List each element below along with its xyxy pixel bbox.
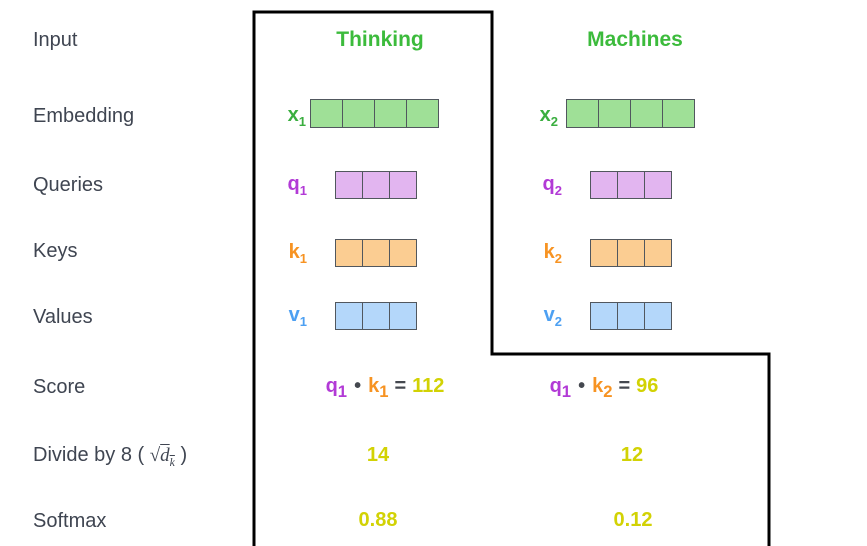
token-label-x1: x1: [287, 104, 306, 129]
vector-cell: [644, 302, 672, 330]
score-value: 96: [636, 375, 659, 397]
value-vector-v2: [590, 302, 672, 330]
equals-sign: =: [618, 375, 631, 397]
token-label-v2: v2: [543, 304, 562, 329]
token-label-x2: x2: [539, 104, 558, 129]
row-label-softmax: Softmax: [33, 510, 107, 532]
radicand: dk: [160, 445, 175, 469]
divided-value-1: 14: [366, 444, 390, 466]
score-value: 112: [412, 375, 445, 397]
key-vector-k1: [335, 239, 417, 267]
vector-cell: [342, 99, 375, 128]
vector-cell: [406, 99, 439, 128]
token-label-k1: k1: [288, 241, 307, 266]
dot-product-symbol: •: [354, 375, 362, 397]
score-k-token: k2: [592, 375, 613, 401]
row-label-input: Input: [33, 29, 78, 51]
vector-cell: [310, 99, 343, 128]
row-label-queries: Queries: [33, 174, 104, 196]
row-label-keys: Keys: [33, 240, 78, 262]
divided-value-2: 12: [620, 444, 644, 466]
row-label-divide: Divide by 8 ( √dk ): [33, 444, 187, 474]
vector-cell: [590, 171, 618, 199]
row-label-values: Values: [33, 306, 93, 328]
row-label-embedding: Embedding: [33, 105, 135, 127]
token-label-k2: k2: [543, 241, 562, 266]
score-q-token: q1: [549, 375, 572, 401]
query-vector-q1: [335, 171, 417, 199]
vector-cell: [389, 171, 417, 199]
sqrt-dk-formula: √dk: [149, 445, 175, 469]
row-label-score: Score: [33, 376, 86, 398]
key-vector-k2: [590, 239, 672, 267]
token-label-v1: v1: [288, 304, 307, 329]
radical-sign: √: [149, 445, 161, 466]
vector-cell: [335, 302, 363, 330]
vector-cell: [335, 171, 363, 199]
divide-label-close-paren: ): [180, 444, 188, 466]
vector-cell: [617, 239, 645, 267]
embedding-vector-x1: [310, 99, 439, 128]
token-label-q1: q1: [287, 173, 307, 198]
value-vector-v1: [335, 302, 417, 330]
equals-sign: =: [394, 375, 407, 397]
vector-cell: [362, 239, 390, 267]
vector-cell: [362, 302, 390, 330]
vector-cell: [389, 302, 417, 330]
vector-cell: [362, 171, 390, 199]
vector-cell: [389, 239, 417, 267]
score-expression-2: q1 • k2=96: [499, 375, 709, 402]
vector-cell: [598, 99, 631, 128]
dot-product-symbol: •: [578, 375, 586, 397]
vector-cell: [662, 99, 695, 128]
divide-label-text: Divide by 8 (: [33, 444, 145, 466]
vector-cell: [644, 239, 672, 267]
vector-cell: [590, 239, 618, 267]
embedding-vector-x2: [566, 99, 695, 128]
score-expression-1: q1 • k1=112: [280, 375, 490, 402]
vector-cell: [566, 99, 599, 128]
vector-cell: [335, 239, 363, 267]
vector-cell: [644, 171, 672, 199]
column-header-machines: Machines: [587, 28, 683, 51]
query-vector-q2: [590, 171, 672, 199]
score-k-token: k1: [368, 375, 389, 401]
vector-cell: [617, 302, 645, 330]
vector-cell: [590, 302, 618, 330]
column-header-thinking: Thinking: [336, 28, 424, 51]
softmax-value-1: 0.88: [358, 509, 398, 531]
token-label-q2: q2: [542, 173, 562, 198]
vector-cell: [374, 99, 407, 128]
vector-cell: [630, 99, 663, 128]
softmax-value-2: 0.12: [613, 509, 653, 531]
score-q-token: q1: [325, 375, 348, 401]
vector-cell: [617, 171, 645, 199]
